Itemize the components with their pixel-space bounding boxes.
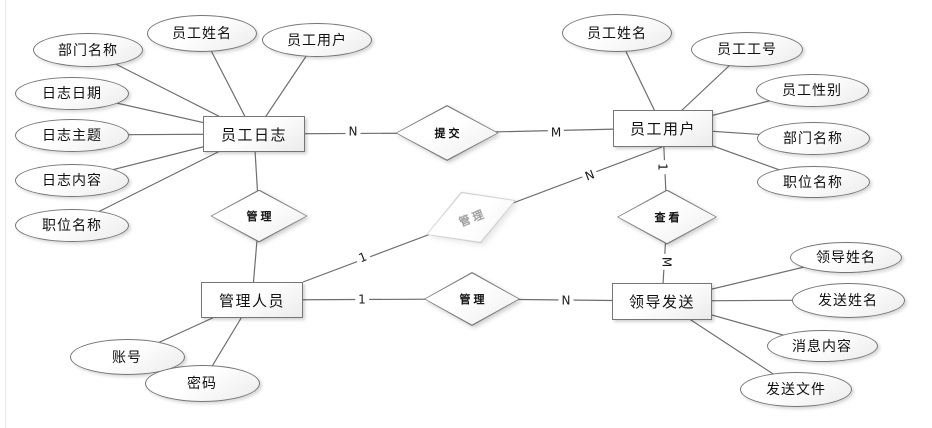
node-label: 账号	[112, 350, 142, 366]
relation-submit[interactable]: 提交	[395, 105, 499, 161]
cardinality-label: 1	[655, 160, 670, 174]
attr-employee-number[interactable]: 员工工号	[691, 31, 803, 67]
attr-log-subject[interactable]: 日志主题	[15, 118, 129, 152]
cardinality-label: N	[345, 125, 361, 139]
attr-send-name[interactable]: 发送姓名	[791, 282, 905, 318]
node-label: 员工用户	[629, 119, 696, 138]
attr-message-content[interactable]: 消息内容	[766, 330, 878, 362]
node-label: 日志内容	[42, 173, 102, 189]
relation-manage-left[interactable]: 管理	[210, 189, 308, 243]
node-label: 管理	[459, 293, 488, 306]
node-label: 消息内容	[792, 339, 852, 355]
node-label: 领导姓名	[816, 250, 876, 266]
page-edge-line	[5, 0, 6, 428]
attr-employee-name-user[interactable]: 员工姓名	[562, 14, 672, 52]
attr-dept-name-user[interactable]: 部门名称	[756, 121, 870, 155]
node-label: 部门名称	[58, 43, 118, 59]
entity-employee-log[interactable]: 员工日志	[203, 116, 305, 152]
node-label: 查看	[654, 211, 683, 224]
cardinality-label: N	[558, 294, 574, 308]
node-label: 员工用户	[287, 33, 347, 49]
cardinality-label: 1	[355, 293, 369, 307]
node-label: 发送文件	[766, 382, 826, 398]
node-label: 员工工号	[717, 42, 777, 58]
node-label: 提交	[434, 127, 463, 140]
entity-admin-staff[interactable]: 管理人员	[201, 282, 303, 318]
attr-log-content[interactable]: 日志内容	[15, 163, 129, 197]
node-label: 员工姓名	[172, 26, 232, 42]
node-label: 发送姓名	[818, 293, 878, 309]
attr-send-file[interactable]: 发送文件	[740, 371, 852, 407]
attr-password[interactable]: 密码	[144, 364, 260, 402]
attr-log-date[interactable]: 日志日期	[15, 76, 129, 110]
node-label: 密码	[187, 376, 217, 392]
node-label: 管理	[246, 210, 275, 223]
node-label: 职位名称	[42, 218, 102, 234]
node-label: 员工性别	[782, 83, 842, 99]
attr-leader-name[interactable]: 领导姓名	[790, 241, 902, 273]
attr-employee-gender[interactable]: 员工性别	[755, 73, 869, 107]
attr-position-name-user[interactable]: 职位名称	[756, 166, 870, 198]
node-label: 日志主题	[42, 128, 102, 144]
entity-leader-send[interactable]: 领导发送	[612, 282, 712, 320]
relation-view[interactable]: 查看	[617, 189, 717, 245]
attr-position-name-log[interactable]: 职位名称	[15, 208, 129, 242]
attr-employee-name-log[interactable]: 员工姓名	[147, 14, 257, 52]
node-label: 领导发送	[628, 292, 695, 311]
node-label: 员工姓名	[587, 26, 647, 42]
node-label: 管理人员	[218, 291, 285, 310]
node-label: 员工日志	[220, 125, 287, 144]
node-label: 部门名称	[783, 131, 843, 147]
attr-employee-user-log[interactable]: 员工用户	[262, 23, 372, 57]
entity-employee-user[interactable]: 员工用户	[613, 109, 713, 147]
node-label: 日志日期	[42, 86, 102, 102]
relation-manage-bottom[interactable]: 管理	[424, 272, 520, 326]
cardinality-label: M	[659, 253, 674, 271]
cardinality-label: M	[547, 126, 565, 140]
node-label: 职位名称	[783, 175, 843, 191]
attr-dept-name-log[interactable]: 部门名称	[33, 33, 143, 67]
